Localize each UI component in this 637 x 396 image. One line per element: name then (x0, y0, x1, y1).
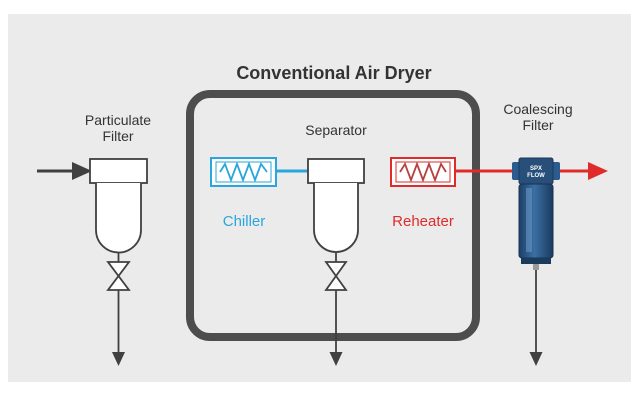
particulate-drain-arrow-icon (112, 352, 125, 366)
filter-brand-line1: SPX (530, 166, 542, 172)
chiller-label: Chiller (223, 213, 266, 230)
chiller-coil-icon (219, 161, 268, 183)
particulate-filter-bowl (95, 183, 142, 254)
coalescing-filter-label-line1: Coalescing (503, 101, 572, 117)
coalescing-filter-base (521, 258, 551, 264)
coalescing-filter-bowl (518, 183, 554, 259)
particulate-filter-label-line1: Particulate (85, 112, 151, 128)
chiller-inner-box (215, 161, 272, 183)
separator (307, 158, 365, 366)
chiller-box (210, 157, 277, 187)
particulate-filter-head (89, 158, 148, 184)
coalescing-filter-drain (533, 264, 539, 270)
separator-drain-valve-icon (324, 261, 348, 291)
chiller (210, 157, 277, 187)
reheater-coil-icon (399, 161, 447, 183)
particulate-drain-valve-icon (106, 261, 131, 291)
coalescing-filter-label-line2: Filter (522, 117, 553, 133)
diagram-title: Conventional Air Dryer (236, 63, 431, 83)
inlet-arrow-icon (72, 162, 92, 180)
particulate-filter (89, 158, 148, 366)
reheater (390, 157, 456, 187)
filter-brand-line2: FLOW (527, 173, 545, 179)
coalescing-filter-highlight (526, 188, 532, 252)
separator-bowl (313, 183, 359, 253)
separator-label: Separator (305, 122, 367, 138)
separator-head (307, 158, 365, 184)
reheater-label: Reheater (392, 213, 454, 230)
dryer-enclosure (186, 90, 480, 341)
coalescing-drain-arrow-icon (529, 352, 543, 366)
coalescing-filter: SPX FLOW (512, 157, 560, 366)
outlet-arrow-icon (588, 162, 608, 180)
particulate-filter-label-line2: Filter (102, 128, 133, 144)
separator-drain-arrow-icon (329, 352, 343, 366)
